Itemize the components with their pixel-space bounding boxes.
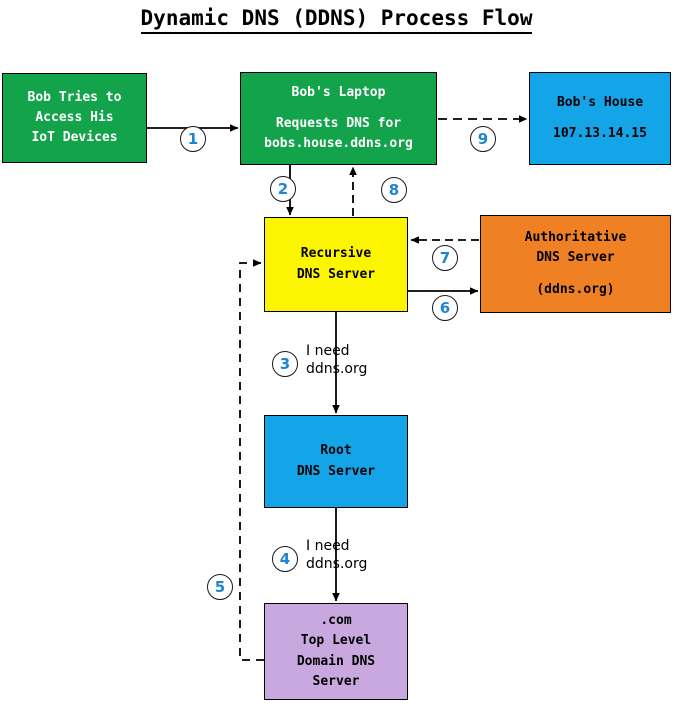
node-authoritative-dns-server[interactable]: Authoritative DNS Server (ddns.org) [480,215,671,313]
node-root-line1: Root [320,443,352,459]
node-bob-user-line2: Access His [35,109,114,125]
node-tld-line3: Domain DNS [296,653,376,669]
node-bob-laptop-line3: bobs.house.ddns.org [264,136,413,152]
node-authoritative-line1: Authoritative [524,230,627,246]
step-badge-5[interactable]: 5 [207,574,233,600]
node-tld-line2: Top Level [300,633,372,649]
node-root-dns-server[interactable]: Root DNS Server [264,415,408,508]
step-badge-2[interactable]: 2 [270,176,296,202]
step-badge-3[interactable]: 3 [272,351,298,377]
node-recursive-line1: Recursive [300,246,372,262]
node-tld-line1: .com [320,613,352,629]
page-title-text: Dynamic DNS (DDNS) Process Flow [140,6,533,34]
node-bob-user-line3: IoT Devices [31,130,118,146]
edge-5-tld-to-recursive [239,259,264,661]
step-badge-1[interactable]: 1 [180,126,206,152]
node-bob-house-ip: 107.13.14.15 [553,126,647,141]
step-badge-8[interactable]: 8 [381,177,407,203]
node-bob-house-title: Bob's House [556,94,644,110]
node-bob-user-line1: Bob Tries to [27,89,122,105]
node-bob-user[interactable]: Bob Tries to Access His IoT Devices [2,73,147,163]
node-recursive-dns-server[interactable]: Recursive DNS Server [264,217,408,312]
step-badge-6[interactable]: 6 [432,295,458,321]
edge-label-step-3: I need ddns.org [306,343,368,377]
step-badge-7[interactable]: 7 [432,245,458,271]
node-bob-laptop-line2: Requests DNS for [275,115,402,131]
node-recursive-line2: DNS Server [296,266,376,282]
node-tld-line4: Server [312,673,360,689]
node-tld-dns-server[interactable]: .com Top Level Domain DNS Server [264,603,408,700]
node-bob-laptop-title: Bob's Laptop [291,84,386,100]
node-bob-laptop[interactable]: Bob's Laptop Requests DNS for bobs.house… [240,72,437,165]
edge-label-step-4: I need ddns.org [306,538,368,572]
node-root-line2: DNS Server [296,463,376,479]
node-authoritative-line2: DNS Server [536,250,615,266]
node-bob-house[interactable]: Bob's House 107.13.14.15 [529,72,671,165]
step-badge-9[interactable]: 9 [470,126,496,152]
step-badge-4[interactable]: 4 [272,546,298,572]
node-authoritative-domain: (ddns.org) [536,281,615,297]
page-title: Dynamic DNS (DDNS) Process Flow [0,6,673,34]
